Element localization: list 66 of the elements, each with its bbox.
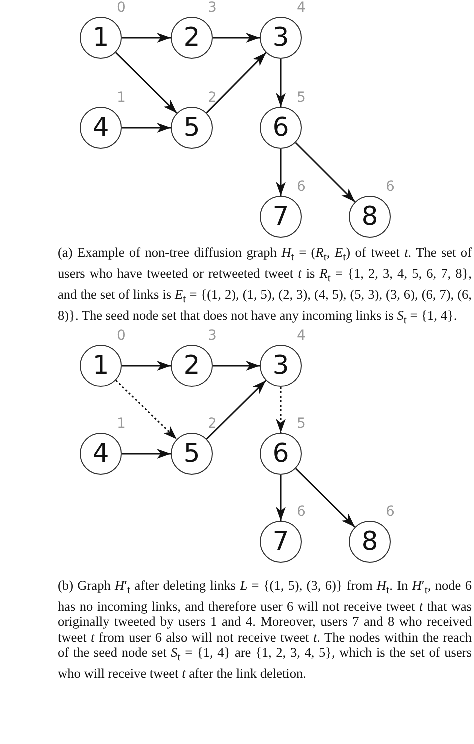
arrow [213,33,260,43]
index-label: 4 [297,329,306,343]
node-circle [171,17,213,59]
arrow [295,468,356,528]
arrow [206,380,267,440]
arrow [122,123,171,133]
arrow [206,52,267,114]
node-number: 8 [362,529,378,555]
index-label: 2 [208,417,217,431]
node-number: 5 [184,441,200,467]
node-circle [349,196,391,238]
node-circle [80,345,122,387]
index-label: 1 [117,91,126,105]
index-label: 5 [297,417,306,431]
index-label: 1 [117,417,126,431]
node-number: 8 [362,204,378,230]
index-label: 4 [297,1,306,15]
index-label: 6 [297,180,306,194]
arrow [213,361,260,371]
arrow [276,149,286,196]
dotted-arrow [116,380,178,440]
node-number: 7 [272,529,290,555]
index-label: 0 [117,329,126,343]
index-label: 6 [386,505,395,519]
index-label: 2 [208,91,217,105]
index-label: 0 [117,1,126,15]
index-label: 3 [208,1,217,15]
caption-text: (a) Example of non-tree diffusion graph H$_{t}$ = (R$_{t}$, E$_{t}$) of tweet t. The set of users who have tweeted or retweeted tweet t is R$_{t}$ = {1, 2, 3, 4, 5, 6, 7, 8}, and the set of links is E$_{t}$ = {(1, 2), (1, 5), (2, 3), (4, 5), (5, 3), (3, 6), (6, 7), (6, 8)}. The seed node set that does not have any incoming links is S$_{t}$ = {1, 4}. [58,245,472,329]
node-number: 6 [272,441,290,467]
index-label: 6 [386,180,395,194]
node-circle [260,107,302,149]
node-number: 6 [272,115,290,141]
index-label: 3 [208,329,217,343]
arrow [122,361,171,371]
node-circle [80,433,122,475]
arrow [115,52,178,114]
node-circle [260,17,302,59]
node-circle [260,521,302,563]
node-circle [349,521,391,563]
node-circle [171,345,213,387]
node-circle [80,107,122,149]
dotted-arrow [276,387,286,433]
node-number: 1 [92,25,110,51]
node-number: 3 [272,353,290,379]
caption-text: (b) Graph H′$_{t}$ after deleting links L = {(1, 5), (3, 6)} from H$_{t}$. In H′$_{t}$, node 6 has no incoming links, and therefore user 6 will not receive tweet t that was originally tweeted by users 1 and 4. Moreover, users 7 and 8 who received tweet t from user 6 also will not receive tweet t. The nodes within the reach of the seed node set S$_{t}$ = {1, 4} are {1, 2, 3, 4, 5}, which is the set of users who will receive tweet t after the link deletion. [58,578,472,682]
node-circle [260,196,302,238]
node-number: 5 [184,115,200,141]
node-number: 4 [92,115,110,141]
arrow [295,142,356,203]
node-number: 7 [272,204,290,230]
node-number: 3 [272,25,290,51]
node-number: 1 [92,353,110,379]
arrow [122,449,171,459]
arrow [276,59,286,107]
node-circle [260,433,302,475]
node-circle [260,345,302,387]
node-circle [80,17,122,59]
node-circle [171,107,213,149]
node-number: 2 [184,353,200,379]
arrow [276,475,286,521]
node-number: 4 [92,441,110,467]
index-label: 6 [297,505,306,519]
arrow [122,33,171,43]
node-number: 2 [184,25,200,51]
node-circle [171,433,213,475]
index-label: 5 [297,91,306,105]
